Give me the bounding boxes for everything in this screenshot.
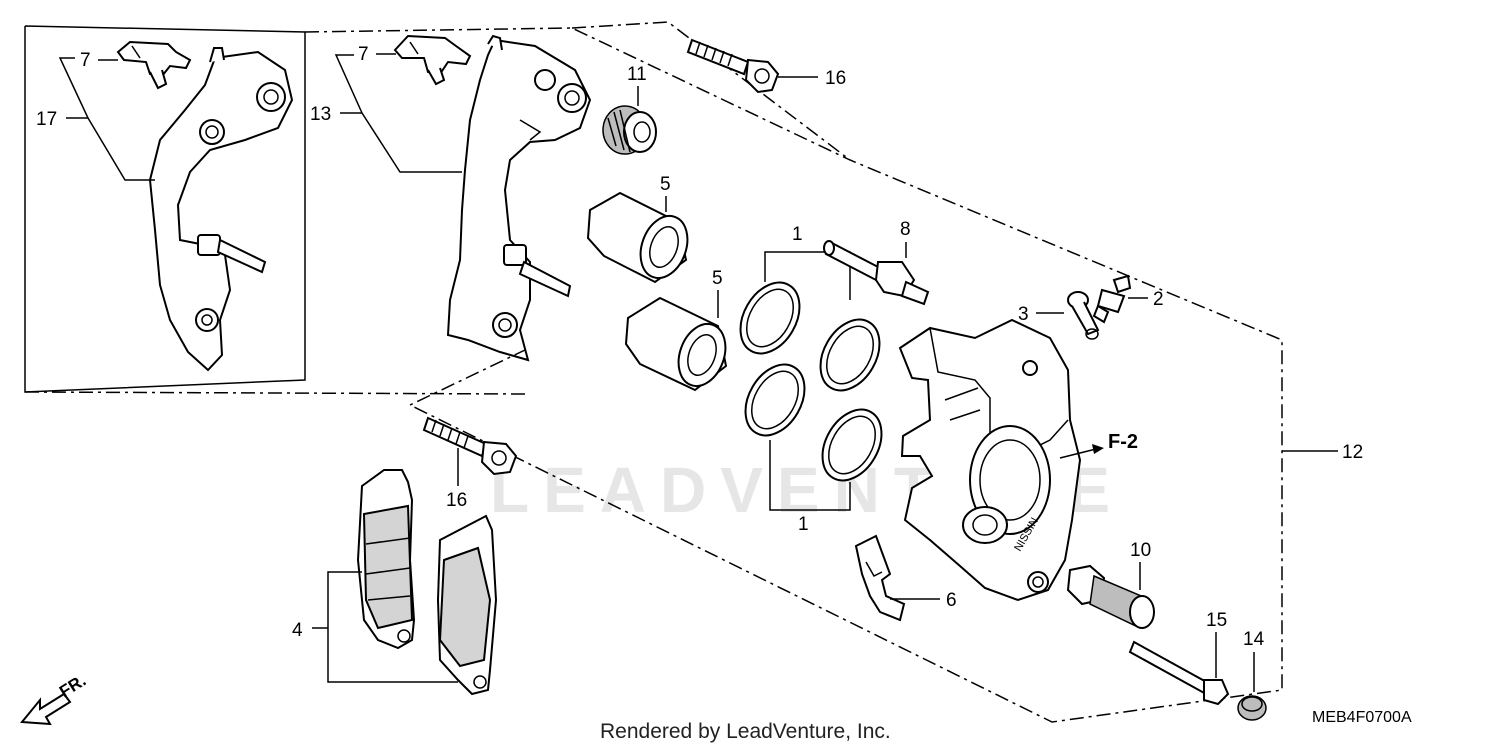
pin-boot-11[interactable] bbox=[602, 105, 657, 155]
callout-3: 3 bbox=[1018, 304, 1029, 325]
kit-17-frame bbox=[24, 25, 306, 393]
leader-17-bracket bbox=[87, 117, 155, 181]
mounting-bolt-16-bottom[interactable] bbox=[422, 416, 518, 476]
callout-11: 11 bbox=[627, 64, 647, 85]
callout-8: 8 bbox=[900, 219, 911, 240]
callout-1b: 1 bbox=[798, 514, 809, 535]
kit-boundary-top bbox=[571, 21, 851, 161]
caliper-body[interactable]: NISSIN bbox=[898, 318, 1082, 602]
leader-4 bbox=[327, 571, 458, 683]
pad-bolt-15[interactable] bbox=[1128, 640, 1230, 706]
reference-f2[interactable]: F-2 bbox=[1108, 431, 1138, 453]
callout-16a: 16 bbox=[825, 68, 846, 89]
caliper-piston-5a[interactable] bbox=[586, 191, 696, 285]
callout-12: 12 bbox=[1342, 442, 1363, 463]
caliper-piston-5b[interactable] bbox=[624, 296, 734, 393]
callout-15: 15 bbox=[1206, 610, 1227, 631]
callout-6: 6 bbox=[946, 590, 957, 611]
callout-1a: 1 bbox=[792, 224, 803, 245]
brake-pad-4b[interactable] bbox=[436, 514, 498, 696]
ref-arrow-head bbox=[1092, 444, 1104, 454]
brake-pad-4a[interactable] bbox=[356, 469, 416, 650]
front-direction-arrow: FR. bbox=[20, 671, 89, 726]
pad-spring-6[interactable] bbox=[854, 534, 906, 622]
callout-16b: 16 bbox=[446, 490, 467, 511]
callout-2: 2 bbox=[1153, 289, 1164, 310]
callout-4: 4 bbox=[292, 620, 303, 641]
leader-1a bbox=[764, 251, 851, 300]
pad-pin-10[interactable] bbox=[1066, 564, 1155, 630]
footer-credit: Rendered by LeadVenture, Inc. bbox=[600, 720, 891, 743]
caliper-bracket-13[interactable] bbox=[446, 34, 592, 362]
callout-17: 17 bbox=[36, 109, 57, 130]
leader-17-top bbox=[58, 57, 90, 119]
slide-pin-8[interactable] bbox=[823, 240, 930, 306]
callout-5b: 5 bbox=[712, 268, 723, 289]
leader-13-bracket bbox=[361, 112, 462, 173]
caliper-bracket-17[interactable] bbox=[148, 47, 294, 372]
pad-spring-clip-7b[interactable] bbox=[393, 34, 472, 86]
pad-spring-clip-7a[interactable] bbox=[116, 40, 192, 90]
callout-7b: 7 bbox=[358, 44, 369, 65]
kit-boundary-lower-left bbox=[24, 391, 526, 395]
callout-13: 13 bbox=[310, 104, 331, 125]
diagram-code: MEB4F0700A bbox=[1312, 709, 1412, 726]
callout-5a: 5 bbox=[660, 174, 671, 195]
callout-7a: 7 bbox=[80, 50, 91, 71]
bleeder-cap-3[interactable] bbox=[1067, 291, 1100, 340]
callout-10: 10 bbox=[1130, 540, 1151, 561]
piston-seals-1[interactable] bbox=[728, 272, 893, 491]
mounting-bolt-16-top[interactable] bbox=[686, 38, 780, 94]
leader-13-top bbox=[334, 54, 364, 114]
callout-14: 14 bbox=[1243, 629, 1265, 650]
plug-14[interactable] bbox=[1237, 695, 1267, 721]
leader-1b bbox=[769, 440, 851, 511]
bleeder-valve-2[interactable] bbox=[1092, 274, 1132, 324]
kit-boundary-main bbox=[304, 27, 1283, 723]
